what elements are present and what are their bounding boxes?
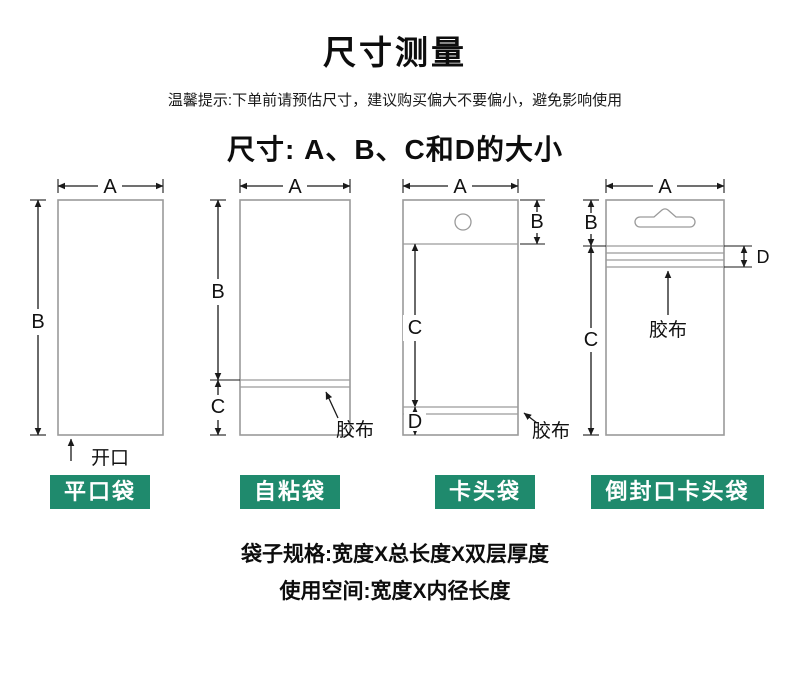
opening-callout: 开口 (67, 438, 129, 467)
diagram-column-reverse-seal-header-bag: A B (578, 172, 778, 510)
width-a-dimension: A (56, 174, 164, 198)
flap-d-dimension: D (403, 406, 426, 436)
hang-hole (453, 213, 472, 231)
bag-outline (56, 199, 164, 436)
spec-notes: 袋子规格:宽度X总长度X双层厚度 使用空间:宽度X内径长度 (0, 537, 790, 611)
header-b-dimension: B (579, 199, 606, 247)
dim-d-label: D (756, 247, 769, 267)
badge-reverse-seal-header-bag: 倒封口卡头袋 (591, 475, 764, 510)
body-c-dimension: C (579, 245, 602, 436)
tape-callout: 胶布 (324, 391, 374, 441)
dim-b-label: B (530, 211, 543, 233)
folded-flap-lines (605, 245, 724, 268)
bag-outline (238, 199, 351, 436)
width-a-dimension: A (604, 174, 725, 198)
tape-label: 胶布 (648, 319, 686, 341)
tape-label: 胶布 (531, 420, 569, 442)
tape-callout: 胶布 (648, 270, 687, 341)
adhesive-strip-lines (239, 379, 350, 388)
page-title: 尺寸测量 (323, 34, 467, 71)
flap-c-dimension: C (205, 379, 230, 436)
tape-label: 胶布 (335, 419, 373, 441)
self-adhesive-bag-diagram: A B C (205, 174, 374, 441)
spec-line-usable-space: 使用空间:宽度X内径长度 (279, 580, 511, 604)
tip-text: 温馨提示:下单前请预估尺寸，建议购买偏大不要偏小，避免影响使用 (167, 92, 623, 109)
dim-b-label: B (584, 212, 597, 234)
height-b-dimension: B (205, 199, 240, 381)
width-a-dimension: A (401, 174, 519, 198)
dim-b-label: B (211, 281, 224, 303)
opening-label: 开口 (90, 448, 128, 467)
dim-a-label: A (288, 176, 302, 198)
diagram-column-self-adhesive-bag: A B C (188, 172, 393, 510)
dim-a-label: A (103, 176, 117, 198)
bag-diagrams-row: A B 开口 平口袋 (0, 172, 790, 510)
badge-header-bag: 卡头袋 (434, 475, 535, 510)
bag-outline (604, 199, 725, 436)
spec-line-bag-size: 袋子规格:宽度X总长度X双层厚度 (240, 543, 549, 567)
dim-c-label: C (210, 396, 224, 418)
badge-self-adhesive-bag: 自粘袋 (239, 475, 340, 510)
width-a-dimension: A (238, 174, 351, 198)
dim-c-label: C (583, 329, 597, 351)
badge-flat-bag: 平口袋 (49, 475, 150, 510)
euro-slot-hang-hole (633, 208, 696, 228)
header-b-dimension: B (519, 199, 548, 245)
header-bag-diagram: A B C (401, 174, 570, 442)
diagram-column-flat-bag: A B 开口 平口袋 (13, 172, 188, 510)
dim-a-label: A (658, 176, 672, 198)
dim-c-label: C (407, 317, 421, 339)
height-b-dimension: B (25, 199, 50, 436)
dim-a-label: A (453, 176, 467, 198)
dim-d-label: D (407, 411, 421, 433)
section-title: 尺寸: A、B、C和D的大小 (227, 134, 563, 165)
flat-bag-diagram: A B 开口 (25, 174, 164, 467)
dim-b-label: B (31, 311, 44, 333)
flap-d-dimension: D (723, 245, 769, 268)
diagram-column-header-bag: A B C (393, 172, 578, 510)
tape-callout: 胶布 (523, 412, 570, 442)
reverse-seal-header-bag-diagram: A B (579, 174, 769, 436)
body-c-dimension: C (402, 243, 427, 408)
